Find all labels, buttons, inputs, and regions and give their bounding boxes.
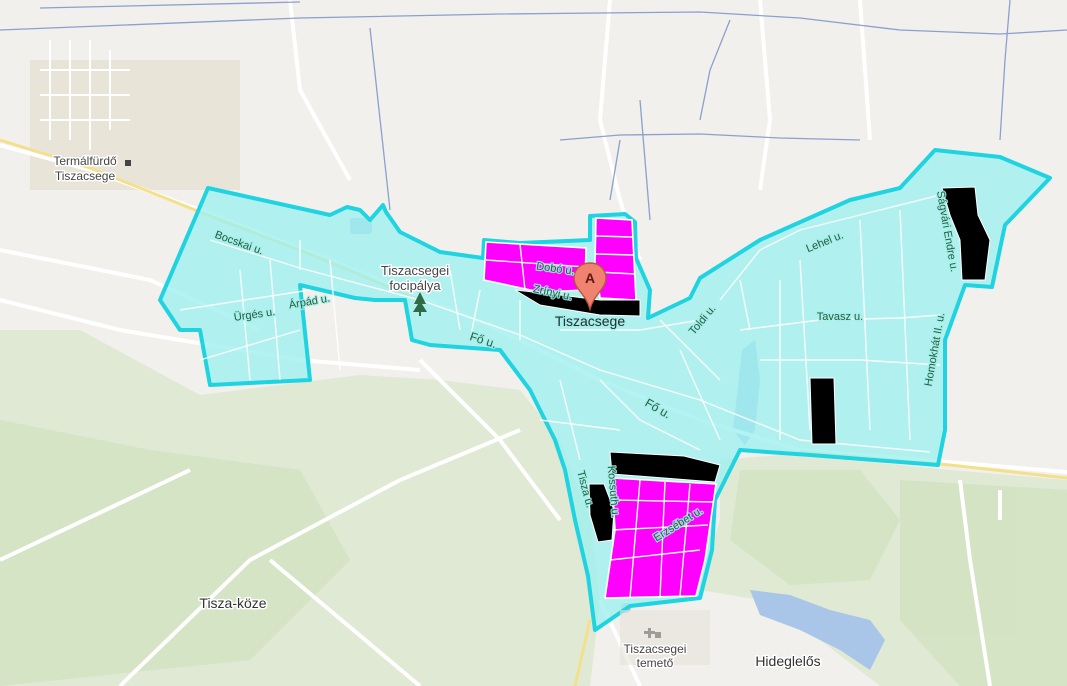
tree-icon [413,292,427,316]
black-parcel-kossuth [609,451,721,483]
label-temeto-2: temető [637,656,674,670]
settlement-boundary [158,148,1052,632]
cemetery-area [620,610,710,665]
marker-letter: A [585,270,595,286]
label-termalfurdo-1: Termálfürdő [53,154,117,168]
termalfurdo-icon [125,160,131,166]
marker-pin-icon[interactable] [573,262,607,312]
magenta-parcel-dobo [483,241,587,293]
label-town: Tiszacsege [555,313,626,329]
black-parcels [514,186,991,543]
label-focipalya-2: focipálya [389,278,441,293]
forest-texture [0,420,1067,686]
blue-outline-roads [0,0,1067,221]
termalfurdo-area [30,60,240,190]
label-focipalya-1: Tiszacsegei [381,263,449,278]
location-marker[interactable]: A [573,262,607,312]
street-tavasz: Tavasz u. [817,311,863,323]
black-parcel-sagvari [941,186,991,281]
termalfurdo-streets [40,40,130,150]
label-termalfurdo-2: Tiszacsege [55,169,116,183]
label-temeto-1: Tiszacsegei [624,642,687,656]
street-kossuth: Kossuth u. [605,465,621,518]
label-hideglelos: Hideglelős [755,653,820,669]
black-parcel-tavasz [809,377,837,445]
black-parcel-zrinyi [514,289,641,317]
black-parcel-tisza [588,483,615,543]
label-tisza-koze: Tisza-köze [199,595,266,611]
magenta-parcel-dividers [485,235,715,599]
inner-streets [179,189,961,461]
